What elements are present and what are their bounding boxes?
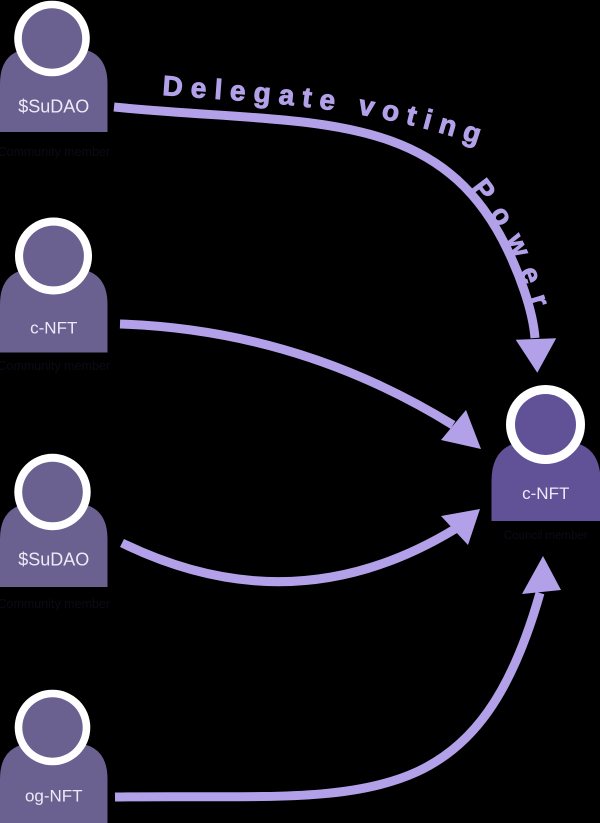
svg-text:Community member: Community member bbox=[0, 359, 110, 373]
svg-text:Community member: Community member bbox=[0, 597, 110, 611]
svg-text:c-NFT: c-NFT bbox=[30, 319, 77, 338]
svg-text:$SuDAO: $SuDAO bbox=[18, 550, 89, 570]
svg-text:c-NFT: c-NFT bbox=[522, 484, 569, 503]
svg-text:$SuDAO: $SuDAO bbox=[18, 97, 89, 117]
svg-text:Council member: Council member bbox=[504, 530, 588, 542]
svg-text:Community member: Community member bbox=[0, 145, 110, 159]
svg-text:og-NFT: og-NFT bbox=[25, 787, 83, 806]
